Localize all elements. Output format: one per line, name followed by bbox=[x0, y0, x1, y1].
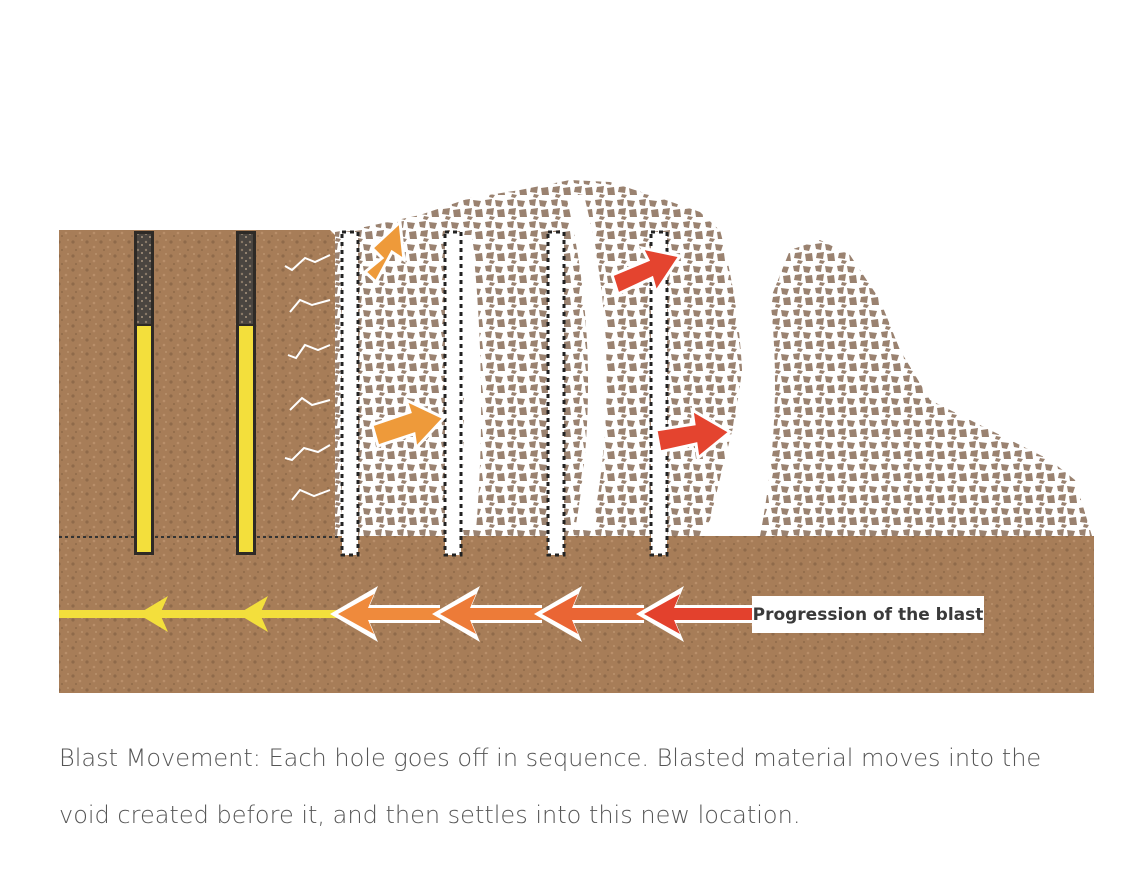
void-gap-2 bbox=[566, 195, 607, 530]
fired-hole-4 bbox=[649, 230, 669, 557]
loaded-hole-1 bbox=[134, 231, 154, 555]
settled-rock-pile bbox=[740, 240, 1092, 536]
fired-hole-2 bbox=[443, 230, 463, 557]
arrow-orange-up-right-icon bbox=[362, 218, 406, 285]
figure-caption: Blast Movement: Each hole goes off in se… bbox=[59, 744, 1042, 829]
crack-lines-icon bbox=[284, 254, 331, 501]
blast-movement-diagram: Progression of the blast bbox=[59, 180, 1094, 693]
progression-label-box: Progression of the blast bbox=[752, 596, 984, 633]
void-gap-3 bbox=[720, 230, 775, 536]
fired-hole-3 bbox=[546, 230, 566, 557]
void-gap-1 bbox=[455, 235, 482, 530]
bench-soil bbox=[59, 230, 1094, 693]
arrow-red-right-icon-1 bbox=[610, 245, 683, 297]
progression-line bbox=[59, 586, 752, 642]
arrow-red-right-icon-2 bbox=[654, 407, 733, 461]
arrow-orange-right-icon bbox=[370, 397, 447, 452]
progression-label: Progression of the blast bbox=[753, 605, 984, 625]
loaded-hole-2 bbox=[236, 231, 256, 555]
fired-hole-1 bbox=[340, 230, 360, 557]
